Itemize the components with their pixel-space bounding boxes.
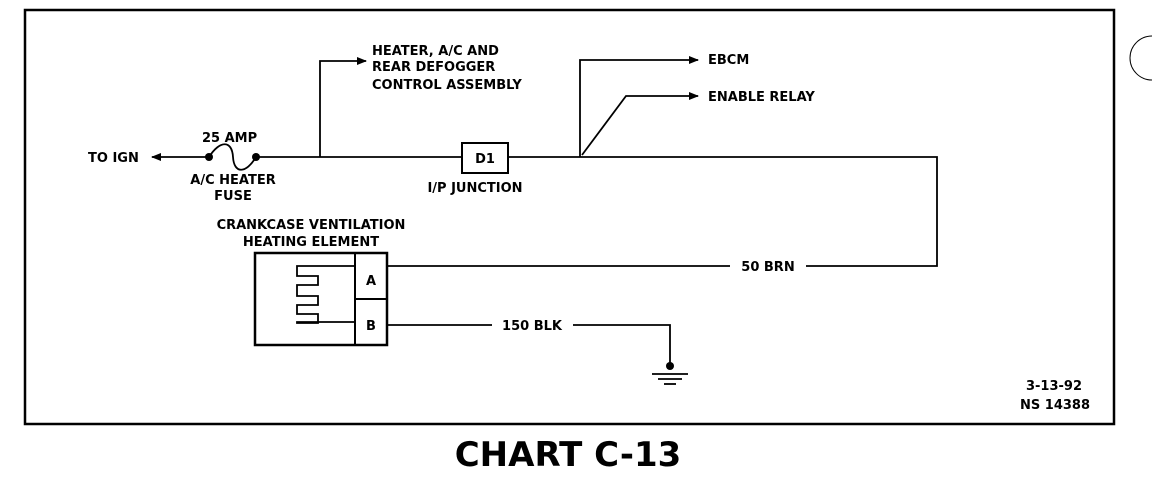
- ground-node: [666, 362, 674, 370]
- label-date: 3-13-92: [1026, 379, 1082, 394]
- wire-ground: [573, 324, 671, 366]
- label-junction-name: I/P JUNCTION: [427, 181, 522, 196]
- label-to-ign: TO IGN: [88, 151, 139, 166]
- heater-coil-symbol: [296, 265, 355, 324]
- wire-heater-ctrl-branch: [319, 57, 367, 157]
- diagram-frame: [23, 8, 1116, 426]
- label-fuse-name-2: FUSE: [214, 189, 252, 204]
- label-pin-a: A: [366, 274, 376, 289]
- wire-enable-relay-branch: [581, 92, 699, 156]
- ground-icon: [652, 373, 688, 385]
- label-ref: NS 14388: [1020, 398, 1090, 413]
- junction-d1-box: [461, 142, 509, 174]
- label-element-1: CRANKCASE VENTILATION: [217, 218, 406, 233]
- label-wire-b: 150 BLK: [502, 319, 563, 334]
- fuse-element: [208, 143, 257, 171]
- label-heater-ctrl-3: CONTROL ASSEMBLY: [372, 78, 522, 93]
- chart-title: CHART C-13: [455, 435, 682, 475]
- wire-ebcm-branch: [579, 56, 699, 157]
- edge-circle-fragment: [1129, 35, 1152, 81]
- label-pin-b: B: [366, 319, 376, 334]
- label-heater-ctrl-1: HEATER, A/C AND: [372, 44, 499, 59]
- label-wire-a: 50 BRN: [741, 260, 794, 275]
- label-fuse-name-1: A/C HEATER: [190, 173, 275, 188]
- label-junction-id: D1: [475, 152, 495, 167]
- label-ebcm: EBCM: [708, 53, 749, 68]
- label-fuse-rating: 25 AMP: [202, 131, 257, 146]
- wire-junction-to-pin-a: [508, 156, 938, 267]
- label-enable-relay: ENABLE RELAY: [708, 90, 815, 105]
- label-heater-ctrl-2: REAR DEFOGGER: [372, 60, 495, 75]
- label-element-2: HEATING ELEMENT: [243, 235, 379, 250]
